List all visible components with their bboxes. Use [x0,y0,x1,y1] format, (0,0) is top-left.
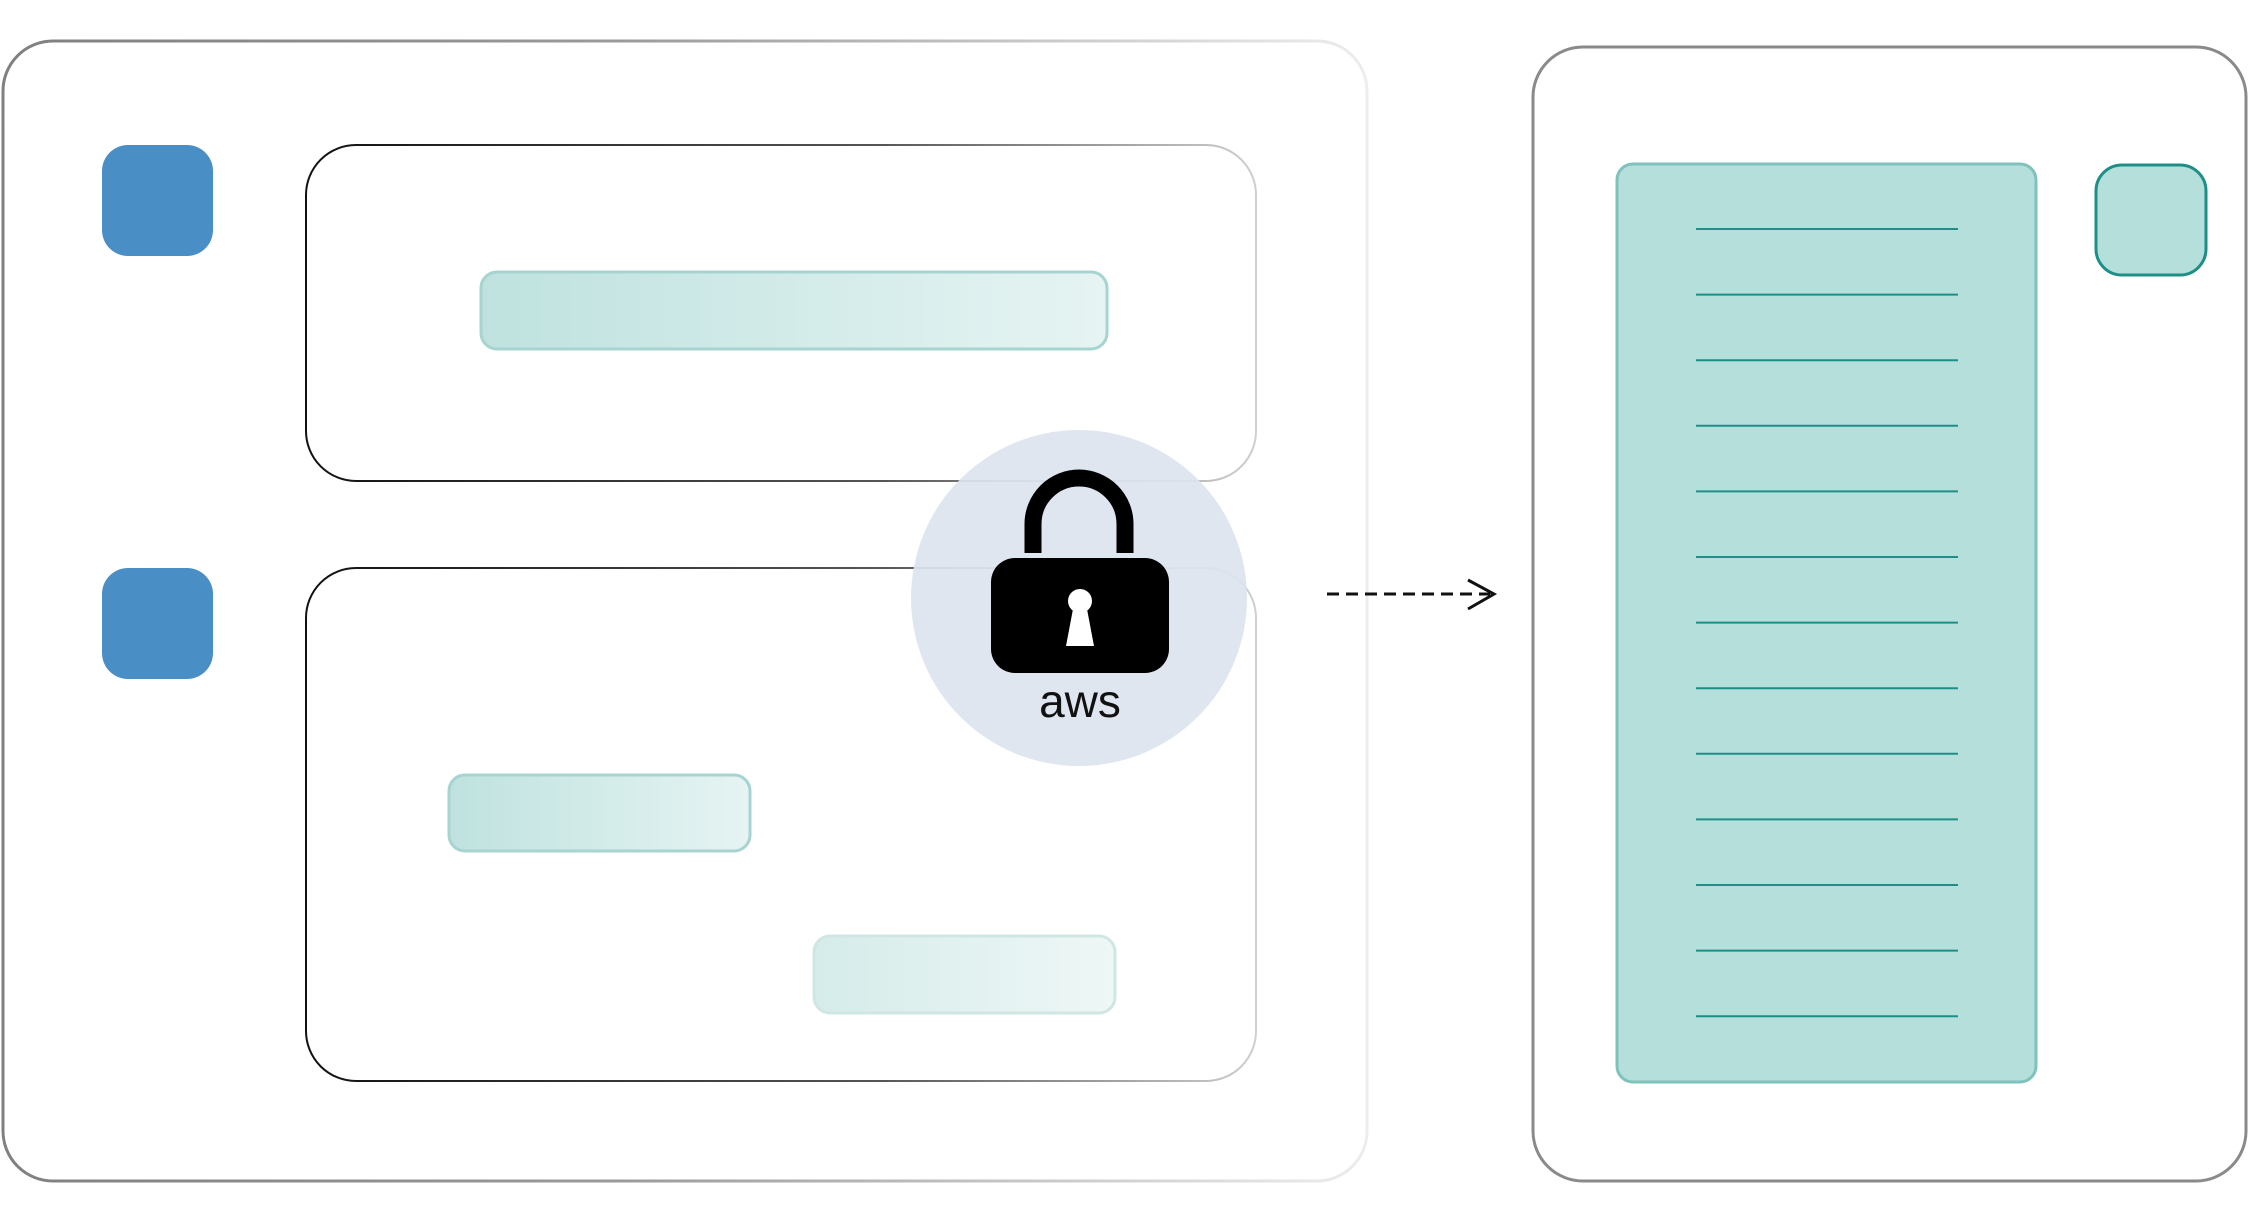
blue-square-icon [102,568,213,679]
target-document-rows [1696,228,1958,1018]
arrow-head-icon [1467,578,1498,611]
upper-card [305,144,1257,482]
target-panel [1531,45,2248,1183]
padlock-icon [991,469,1169,673]
blue-square-icon [102,145,213,256]
flow-arrow [1327,578,1498,611]
lock-label: aws [1039,675,1121,727]
lock-badge: aws [911,430,1247,766]
highlight-bar [479,270,1109,351]
teal-square-icon [2094,163,2208,277]
upper-card-rows [420,231,1141,395]
highlight-bar [812,934,1117,1015]
